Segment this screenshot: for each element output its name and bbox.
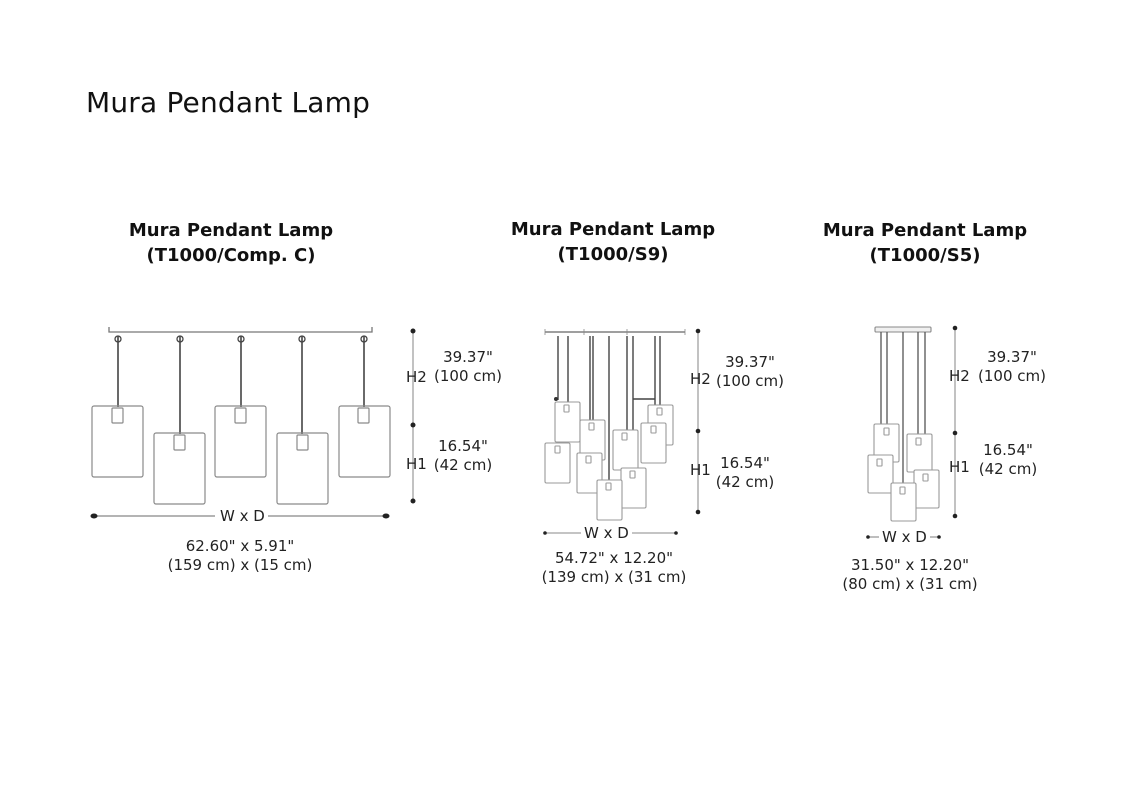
lamp-drawing-comp-c — [90, 327, 416, 519]
h2-cm: (100 cm) — [978, 367, 1046, 385]
lamp-drawing-s9 — [543, 328, 701, 535]
hook — [237, 335, 245, 343]
h1-dimension: 16.54" (42 cm) — [975, 441, 1041, 479]
h1-label: H1 — [949, 458, 970, 476]
width-dimension-line — [543, 531, 678, 535]
overall-size: 31.50" x 12.20" (80 cm) x (31 cm) — [810, 556, 1010, 594]
variant-title-s9: Mura Pendant Lamp (T1000/S9) — [488, 217, 738, 267]
h2-dimension: 39.37" (100 cm) — [976, 348, 1048, 386]
size-cm: (159 cm) x (15 cm) — [167, 556, 313, 574]
shade-socket — [173, 434, 186, 451]
h1-inches: 16.54" — [720, 454, 770, 472]
shade-socket — [111, 407, 124, 424]
h1-inches: 16.54" — [983, 441, 1033, 459]
variant-name: Mura Pendant Lamp — [128, 220, 334, 241]
shade-socket — [234, 407, 247, 424]
lamp-shade — [338, 405, 391, 478]
hook — [360, 335, 368, 343]
variant-title-s5: Mura Pendant Lamp (T1000/S5) — [800, 218, 1050, 268]
h2-dimension: 39.37" (100 cm) — [714, 353, 786, 391]
width-dimension-line — [90, 513, 390, 519]
height-dimension-line — [952, 325, 958, 519]
h2-cm: (100 cm) — [434, 367, 502, 385]
hook — [114, 335, 122, 343]
ceiling-canopy — [874, 326, 932, 333]
h1-label: H1 — [406, 455, 427, 473]
lamp-shade — [153, 432, 206, 505]
size-cm: (80 cm) x (31 cm) — [842, 575, 978, 593]
height-dimension-line — [695, 328, 701, 515]
h2-inches: 39.37" — [725, 353, 775, 371]
h1-dimension: 16.54" (42 cm) — [712, 454, 778, 492]
variant-code: (T1000/S9) — [557, 244, 669, 265]
lamp-shade — [867, 454, 894, 494]
variant-title-comp-c: Mura Pendant Lamp (T1000/Comp. C) — [106, 218, 356, 268]
shade-socket — [357, 407, 370, 424]
overall-size: 62.60" x 5.91" (159 cm) x (15 cm) — [140, 537, 340, 575]
h1-inches: 16.54" — [438, 437, 488, 455]
lamp-shade — [214, 405, 267, 478]
height-dimension-line — [410, 328, 416, 504]
variant-code: (T1000/Comp. C) — [146, 245, 316, 266]
lamp-shade — [890, 482, 917, 522]
variant-name: Mura Pendant Lamp — [822, 220, 1028, 241]
lamp-shade — [544, 442, 571, 484]
h2-label: H2 — [949, 367, 970, 385]
lamp-shade — [91, 405, 144, 478]
h2-inches: 39.37" — [987, 348, 1037, 366]
ceiling-rail — [108, 327, 373, 333]
shade-socket — [296, 434, 309, 451]
lamp-shade — [596, 479, 623, 521]
h2-dimension: 39.37" (100 cm) — [432, 348, 504, 386]
variant-code: (T1000/S5) — [869, 245, 981, 266]
h1-cm: (42 cm) — [978, 460, 1038, 478]
wd-label: W x D — [879, 528, 930, 546]
h2-inches: 39.37" — [443, 348, 493, 366]
h2-cm: (100 cm) — [716, 372, 784, 390]
size-inches: 62.60" x 5.91" — [185, 537, 295, 555]
h1-dimension: 16.54" (42 cm) — [430, 437, 496, 475]
variant-name: Mura Pendant Lamp — [510, 219, 716, 240]
h2-label: H2 — [690, 370, 711, 388]
lamp-shade — [576, 452, 603, 494]
size-inches: 54.72" x 12.20" — [554, 549, 674, 567]
h1-label: H1 — [690, 461, 711, 479]
wd-label: W x D — [581, 524, 632, 542]
size-inches: 31.50" x 12.20" — [850, 556, 970, 574]
page-title: Mura Pendant Lamp — [86, 86, 371, 119]
h2-label: H2 — [406, 368, 427, 386]
lamp-shade — [276, 432, 329, 505]
hook — [298, 335, 306, 343]
h1-cm: (42 cm) — [715, 473, 775, 491]
overall-size: 54.72" x 12.20" (139 cm) x (31 cm) — [514, 549, 714, 587]
wd-label: W x D — [217, 507, 268, 525]
hook — [176, 335, 184, 343]
size-cm: (139 cm) x (31 cm) — [541, 568, 687, 586]
lamp-shade — [640, 422, 667, 464]
lamp-drawing-s5 — [866, 325, 958, 539]
h1-cm: (42 cm) — [433, 456, 493, 474]
